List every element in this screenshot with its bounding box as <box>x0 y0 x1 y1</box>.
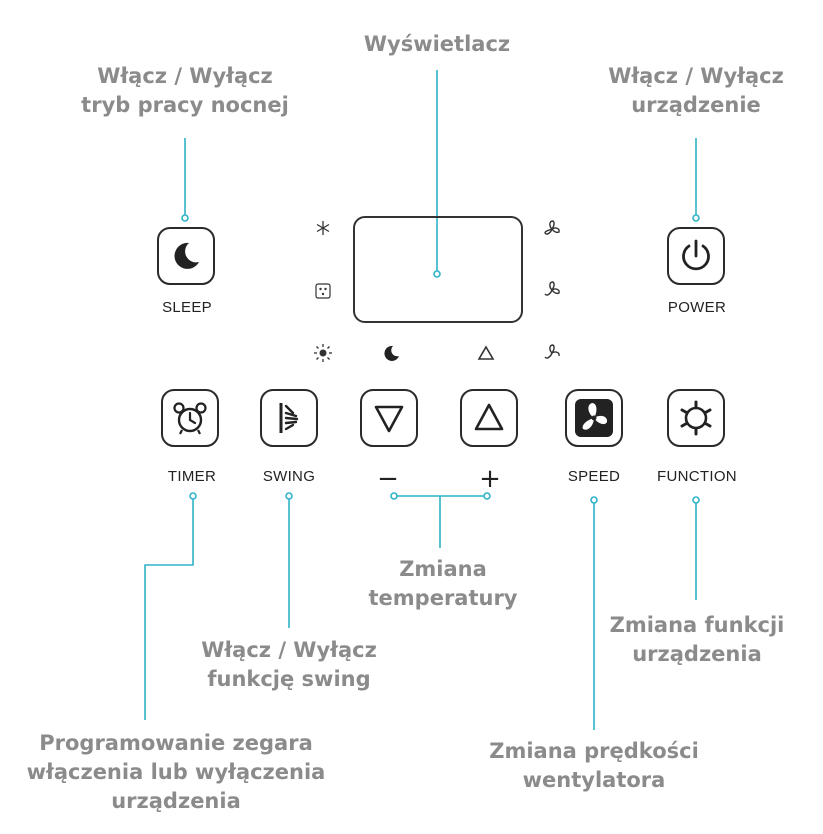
callout-swing-line-2: funkcję swing <box>207 667 371 691</box>
triangle-up-icon <box>474 403 504 431</box>
sleep-label: SLEEP <box>162 299 212 316</box>
display-screen <box>353 216 523 323</box>
power-icon <box>682 239 710 271</box>
power-button[interactable] <box>667 227 725 285</box>
callout-function-line-1: Zmiana funkcji <box>609 613 785 637</box>
swing-icon <box>279 403 299 433</box>
callout-timer-line-2: włączenia lub wyłączenia <box>26 760 326 784</box>
callout-speed-line-2: wentylatora <box>522 768 666 792</box>
callout-swing-line-1: Włącz / Wyłącz <box>201 638 377 662</box>
triangle-small-icon <box>477 345 495 360</box>
moon-icon <box>174 242 199 269</box>
callout-sleep: Włącz / Wyłącz tryb pracy nocnej <box>81 62 289 120</box>
callout-swing: Włącz / Wyłącz funkcję swing <box>201 636 377 694</box>
gear-icon <box>680 400 712 436</box>
callout-speed-line-1: Zmiana prędkości <box>489 739 699 763</box>
callout-display: Wyświetlacz <box>364 30 510 59</box>
callout-temperature: Zmiana temperatury <box>369 555 518 613</box>
callout-power-line-1: Włącz / Wyłącz <box>608 64 784 88</box>
sun-icon <box>314 344 332 362</box>
callout-timer: Programowanie zegara włączenia lub wyłąc… <box>27 729 326 816</box>
swing-label: SWING <box>262 468 316 485</box>
triangle-down-icon <box>374 405 404 433</box>
speed-button[interactable] <box>565 389 623 447</box>
dehumidify-icon <box>315 283 331 299</box>
fan-high-icon <box>544 220 560 235</box>
temperature-down-button[interactable] <box>360 389 418 447</box>
callout-power: Włącz / Wyłącz urządzenie <box>608 62 784 120</box>
fan-low-icon <box>544 344 560 359</box>
swing-button[interactable] <box>260 389 318 447</box>
function-label: FUNCTION <box>657 468 737 485</box>
callout-power-line-2: urządzenie <box>631 93 761 117</box>
fan-medium-icon <box>544 281 560 296</box>
sleep-button[interactable] <box>157 227 215 285</box>
alarm-clock-icon <box>173 402 207 435</box>
snowflake-icon <box>316 221 330 235</box>
timer-label: TIMER <box>167 468 217 485</box>
timer-button[interactable] <box>161 389 219 447</box>
temperature-down-label: − <box>377 464 399 494</box>
temperature-up-label: + <box>479 464 501 494</box>
power-label: POWER <box>667 299 727 316</box>
function-button[interactable] <box>667 389 725 447</box>
callout-function-line-2: urządzenia <box>632 642 762 666</box>
callout-sleep-line-2: tryb pracy nocnej <box>81 93 289 117</box>
callout-timer-line-1: Programowanie zegara <box>39 731 313 755</box>
callout-speed: Zmiana prędkości wentylatora <box>489 737 699 795</box>
callout-display-line-1: Wyświetlacz <box>363 32 511 56</box>
callout-temperature-line-1: Zmiana <box>399 557 487 581</box>
speed-label: SPEED <box>567 468 621 485</box>
callout-sleep-line-1: Włącz / Wyłącz <box>97 64 273 88</box>
fan-icon <box>575 399 613 437</box>
callout-function: Zmiana funkcji urządzenia <box>610 611 785 669</box>
callout-temperature-line-2: temperatury <box>368 586 518 610</box>
callout-timer-line-3: urządzenia <box>111 789 241 813</box>
temperature-up-button[interactable] <box>460 389 518 447</box>
moon-small-icon <box>384 345 399 361</box>
